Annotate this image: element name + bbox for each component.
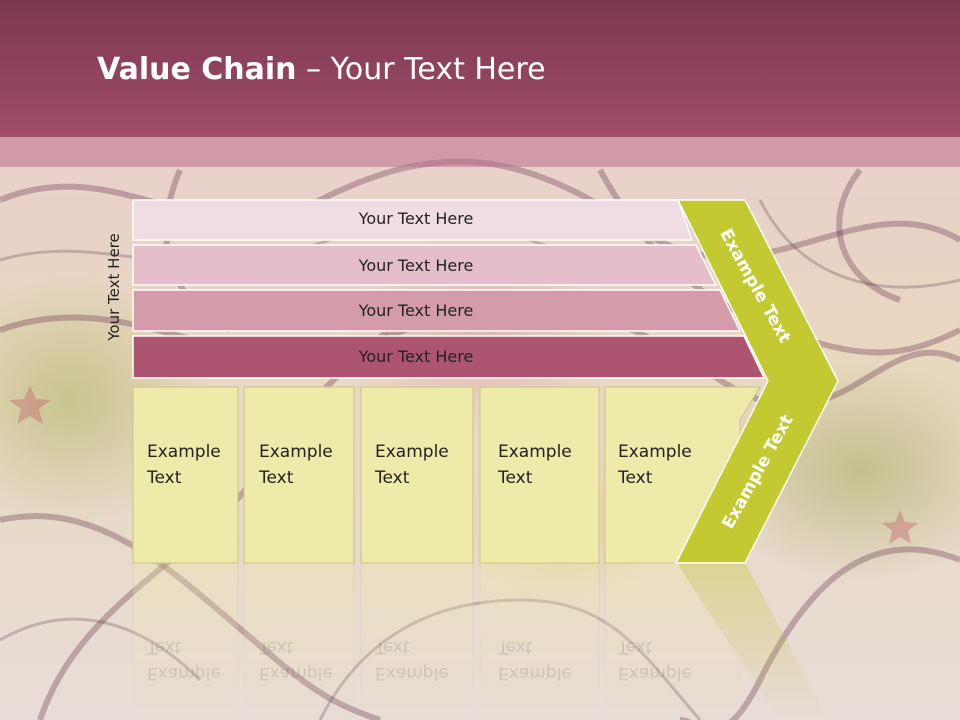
cell-reflection-5-line2: Text xyxy=(618,637,653,657)
cell-box-4 xyxy=(479,386,600,564)
row-label-4: Your Text Here xyxy=(358,347,474,366)
chevron-arrow xyxy=(674,199,839,564)
cell-reflection-4-line2: Text xyxy=(498,637,533,657)
row-label-3: Your Text Here xyxy=(358,301,474,320)
cell-reflection-4-line1: Example xyxy=(498,663,572,683)
title-rest: – Your Text Here xyxy=(296,52,546,87)
side-label: Your Text Here xyxy=(105,233,123,341)
cell-text-4-line2: Text xyxy=(498,468,533,488)
cell-reflection-3-line2: Text xyxy=(375,637,410,657)
cell-box-1 xyxy=(132,386,239,564)
row-label-2: Your Text Here xyxy=(358,256,474,275)
cell-text-3-line2: Text xyxy=(375,468,410,488)
cell-box-3 xyxy=(360,386,474,564)
row-bar-2 xyxy=(132,244,718,286)
cell-reflection-1-line1: Example xyxy=(147,663,221,683)
cell-text-5-line1: Example xyxy=(618,442,692,462)
reflection xyxy=(132,561,829,720)
cell-reflection-2: Example Text xyxy=(259,634,333,686)
cell-text-4-line1: Example xyxy=(498,442,572,462)
cell-reflection-5-line1: Example xyxy=(618,663,692,683)
cell-box-2 xyxy=(243,386,355,564)
cell-text-2-line2: Text xyxy=(259,468,294,488)
title-bold: Value Chain xyxy=(97,52,297,87)
cell-reflection-5: Example Text xyxy=(618,634,692,686)
cell-reflection-3-line1: Example xyxy=(375,663,449,683)
title-strip xyxy=(0,137,960,167)
title-bar xyxy=(0,0,960,137)
cell-text-3-line1: Example xyxy=(375,442,449,462)
cell-reflection-1: Example Text xyxy=(147,634,221,686)
row-bar-3 xyxy=(132,289,742,332)
cell-text-1-line2: Text xyxy=(147,468,182,488)
cell-reflection-2-line2: Text xyxy=(259,637,294,657)
cell-text-1-line1: Example xyxy=(147,442,221,462)
cell-reflection-4: Example Text xyxy=(498,634,572,686)
cell-reflection-2-line1: Example xyxy=(259,663,333,683)
cell-reflection-3: Example Text xyxy=(375,634,449,686)
slide-title: Value Chain – Your Text Here xyxy=(97,52,546,87)
row-bar-1 xyxy=(132,199,694,241)
cell-reflection-1-line2: Text xyxy=(147,637,182,657)
cell-text-5-line2: Text xyxy=(618,468,653,488)
row-label-1: Your Text Here xyxy=(358,209,474,228)
cell-text-2-line1: Example xyxy=(259,442,333,462)
row-bar-4 xyxy=(132,335,766,379)
